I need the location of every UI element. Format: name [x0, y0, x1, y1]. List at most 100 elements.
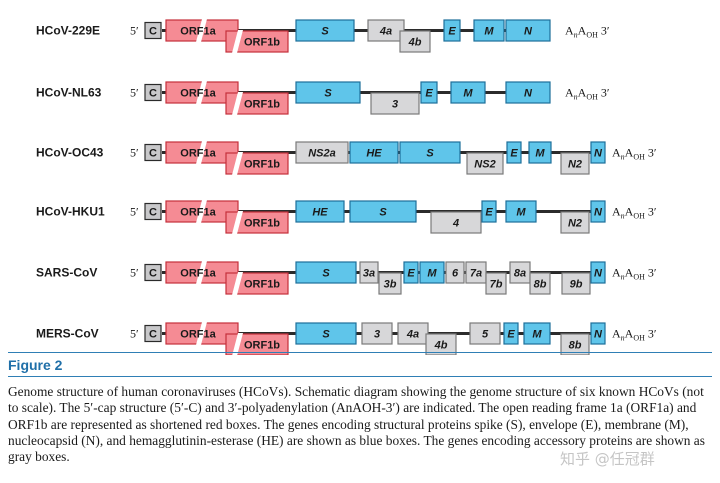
accessory-gene-box	[560, 333, 590, 355]
accessory-gene-box	[359, 261, 379, 284]
orf1a-label: ORF1a	[180, 88, 216, 100]
gene-label: M	[532, 329, 542, 341]
accessory-gene-box	[529, 272, 551, 295]
gene-label: S	[426, 148, 434, 160]
virus-name: MERS-CoV	[36, 327, 99, 341]
gene-label: E	[485, 207, 493, 219]
gene-label: S	[379, 207, 387, 219]
structural-gene-box	[505, 19, 551, 42]
orf1a-label: ORF1a	[180, 207, 216, 219]
virus-name: SARS-CoV	[36, 266, 97, 280]
accessory-gene-box	[399, 30, 431, 53]
accessory-gene-box	[295, 141, 349, 164]
structural-gene-box	[590, 322, 606, 345]
structural-gene-box	[443, 19, 461, 42]
gene-label: M	[427, 268, 437, 280]
orf1b-break	[232, 92, 243, 115]
gene-label: E	[507, 329, 515, 341]
gene-label: N	[524, 26, 533, 38]
structural-gene-box	[590, 141, 606, 164]
structural-gene-box	[503, 322, 519, 345]
gene-label: N	[524, 88, 533, 100]
gene-label: N2	[568, 218, 582, 230]
orf1b-box	[225, 92, 289, 115]
cap-label: C	[149, 329, 157, 341]
accessory-gene-box	[445, 261, 465, 284]
structural-gene-box	[420, 81, 438, 104]
orf1b-box	[225, 30, 289, 53]
orf1b-label: ORF1b	[244, 99, 280, 111]
accessory-gene-box	[560, 211, 590, 234]
gene-label: 4a	[379, 26, 392, 38]
orf1a-label: ORF1a	[180, 329, 216, 341]
accessory-gene-box	[561, 272, 591, 295]
orf1b-label: ORF1b	[244, 37, 280, 49]
structural-gene-box	[399, 141, 461, 164]
gene-label: 4	[452, 218, 459, 230]
accessory-gene-box	[370, 92, 420, 115]
gene-label: HE	[312, 207, 328, 219]
accessory-gene-box	[361, 322, 393, 345]
gene-label: HE	[366, 148, 382, 160]
figure-title: Figure 2	[8, 357, 63, 373]
cap-box	[144, 202, 162, 221]
gene-label: NS2a	[308, 148, 336, 160]
structural-gene-box	[349, 141, 399, 164]
orf1b-break	[232, 211, 243, 234]
accessory-gene-box	[425, 333, 457, 355]
cap-box	[144, 143, 162, 162]
cap-box	[144, 324, 162, 343]
accessory-gene-box	[430, 211, 482, 234]
structural-gene-box	[295, 19, 355, 42]
accessory-gene-box	[560, 152, 590, 175]
caption-top-rule	[8, 352, 712, 353]
gene-label: N	[594, 207, 603, 219]
structural-gene-box	[419, 261, 445, 284]
orf1b-box	[225, 211, 289, 234]
figure-caption: Genome structure of human coronaviruses …	[8, 384, 705, 465]
orf1b-box	[225, 152, 289, 175]
virus-name: HCoV-HKU1	[36, 205, 105, 219]
gene-label: N	[594, 148, 603, 160]
orf1b-box	[225, 333, 289, 355]
orf1b-break	[232, 333, 243, 355]
three-prime-label: AnAOH 3′	[565, 24, 610, 40]
three-prime-label: AnAOH 3′	[565, 86, 610, 102]
gene-label: S	[324, 88, 332, 100]
gene-label: 3	[392, 99, 398, 111]
gene-label: E	[407, 268, 415, 280]
structural-gene-box	[295, 322, 357, 345]
orf1a-break	[196, 200, 207, 223]
accessory-gene-box	[469, 322, 501, 345]
gene-label: 4b	[434, 340, 448, 352]
gene-label: S	[322, 268, 330, 280]
gene-label: 3	[374, 329, 380, 341]
structural-gene-box	[506, 141, 522, 164]
orf1a-break	[196, 322, 207, 345]
cap-box	[144, 83, 162, 102]
gene-label: M	[516, 207, 526, 219]
structural-gene-box	[349, 200, 417, 223]
three-prime-label: AnAOH 3′	[612, 146, 657, 162]
gene-label: 5	[482, 329, 489, 341]
structural-gene-box	[590, 200, 606, 223]
cap-label: C	[149, 88, 157, 100]
cap-label: C	[149, 148, 157, 160]
orf1b-break	[232, 272, 243, 295]
structural-gene-box	[450, 81, 486, 104]
gene-label: 3b	[384, 279, 397, 291]
structural-gene-box	[295, 81, 361, 104]
orf1a-break	[196, 81, 207, 104]
orf1a-break	[196, 261, 207, 284]
five-prime-label: 5′	[130, 266, 139, 280]
virus-name: HCoV-229E	[36, 24, 100, 38]
structural-gene-box	[295, 200, 345, 223]
structural-gene-box	[505, 81, 551, 104]
gene-label: 8a	[514, 268, 526, 280]
gene-label: S	[321, 26, 329, 38]
three-prime-label: AnAOH 3′	[612, 266, 657, 282]
